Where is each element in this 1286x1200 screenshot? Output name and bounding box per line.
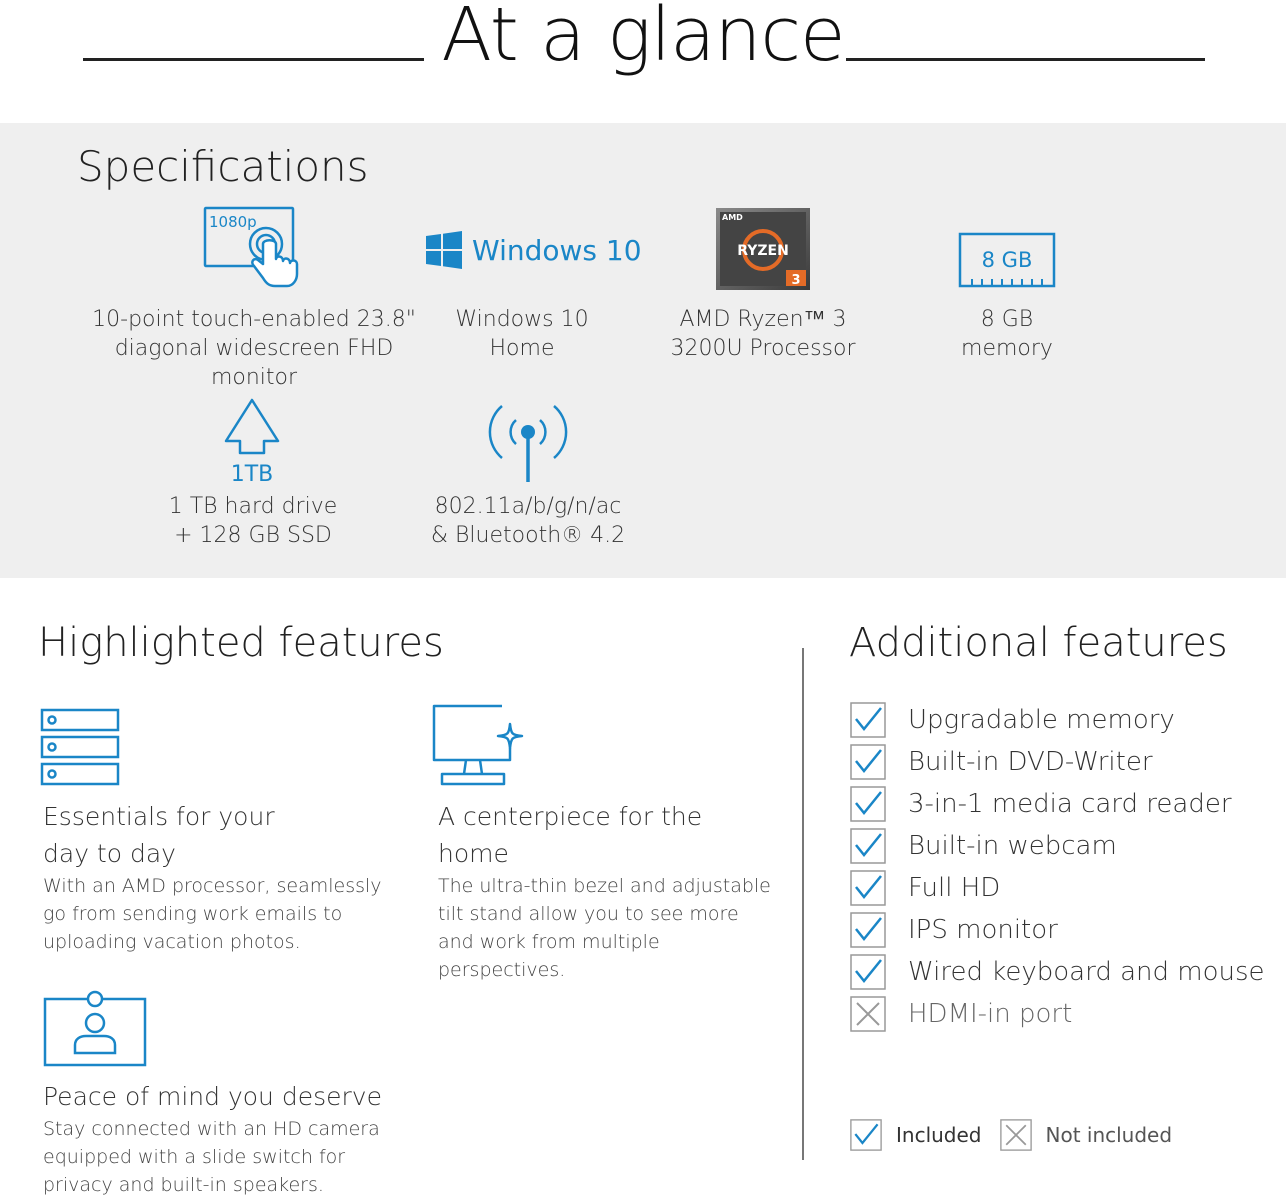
check-icon (850, 1119, 882, 1151)
feature-peace-of-mind: Peace of mind you deserve Stay connected… (43, 1082, 382, 1196)
spec-label-storage: 1 TB hard drive + 128 GB SSD (168, 494, 338, 548)
additional-feature-keyboard-mouse: Wired keyboard and mouse (850, 951, 1280, 993)
legend: Included Not included (850, 1119, 1190, 1151)
ryzen-logo-text: RYZEN (737, 243, 789, 259)
webcam-user-icon (42, 989, 148, 1069)
spec-label-memory: 8 GB memory (961, 307, 1053, 361)
spec-label-wireless: 802.11a/b/g/n/ac & Bluetooth® 4.2 (430, 494, 626, 548)
spec-label-display: 10-point touch-enabled 23.8" diagonal wi… (92, 307, 416, 390)
amd-ryzen-badge-icon: AMD RYZEN 3 (716, 208, 810, 290)
windows-logo-icon: Windows 10 (425, 231, 642, 269)
additional-feature-dvd-writer: Built-in DVD-Writer (850, 741, 1280, 783)
memory-module-icon: 8 GB (958, 232, 1056, 290)
additional-features-list: Upgradable memory Built-in DVD-Writer 3-… (850, 699, 1280, 1035)
legend-included-label: Included (896, 1123, 982, 1147)
windows-logo-text: Windows 10 (472, 234, 642, 267)
memory-icon-text: 8 GB (982, 248, 1033, 272)
additional-feature-webcam: Built-in webcam (850, 825, 1280, 867)
touch-screen-icon: 1080p (203, 206, 303, 292)
server-stack-icon (40, 708, 120, 788)
storage-icon-text: 1TB (231, 462, 274, 487)
legend-not-included-label: Not included (1045, 1123, 1173, 1147)
spec-label-os: Windows 10 Home (455, 307, 589, 361)
specifications-heading: Specifications (77, 142, 369, 191)
check-icon (850, 786, 886, 822)
additional-feature-full-hd: Full HD (850, 867, 1280, 909)
amd-logo-text: AMD (722, 213, 743, 222)
cross-icon (999, 1119, 1032, 1151)
check-icon (850, 870, 886, 906)
hard-drive-arrow-icon: 1TB (222, 397, 282, 487)
check-icon (850, 744, 886, 780)
touch-screen-icon-text: 1080p (209, 213, 257, 231)
title-rule-left (83, 58, 424, 61)
additional-feature-card-reader: 3-in-1 media card reader (850, 783, 1280, 825)
check-icon (850, 912, 886, 948)
ryzen-tier-text: 3 (791, 273, 800, 288)
check-icon (850, 702, 886, 738)
wireless-signal-icon (480, 398, 576, 484)
desktop-monitor-sparkle-icon (432, 704, 528, 788)
additional-feature-hdmi-in: HDMI-in port (850, 993, 1280, 1035)
additional-features-heading: Additional features (849, 620, 1228, 666)
specifications-panel (0, 123, 1286, 578)
additional-feature-ips-monitor: IPS monitor (850, 909, 1280, 951)
page-title: At a glance (441, 0, 845, 78)
check-icon (850, 828, 886, 864)
section-divider (802, 648, 804, 1160)
spec-label-processor: AMD Ryzen™ 3 3200U Processor (670, 307, 856, 361)
feature-essentials: Essentials for your day to day With an A… (43, 802, 382, 953)
highlighted-features-heading: Highlighted features (38, 620, 444, 666)
feature-centerpiece: A centerpiece for the home The ultra-thi… (438, 802, 771, 981)
additional-feature-upgradable-memory: Upgradable memory (850, 699, 1280, 741)
check-icon (850, 954, 886, 990)
cross-icon (850, 996, 886, 1032)
title-rule-right (846, 58, 1205, 61)
